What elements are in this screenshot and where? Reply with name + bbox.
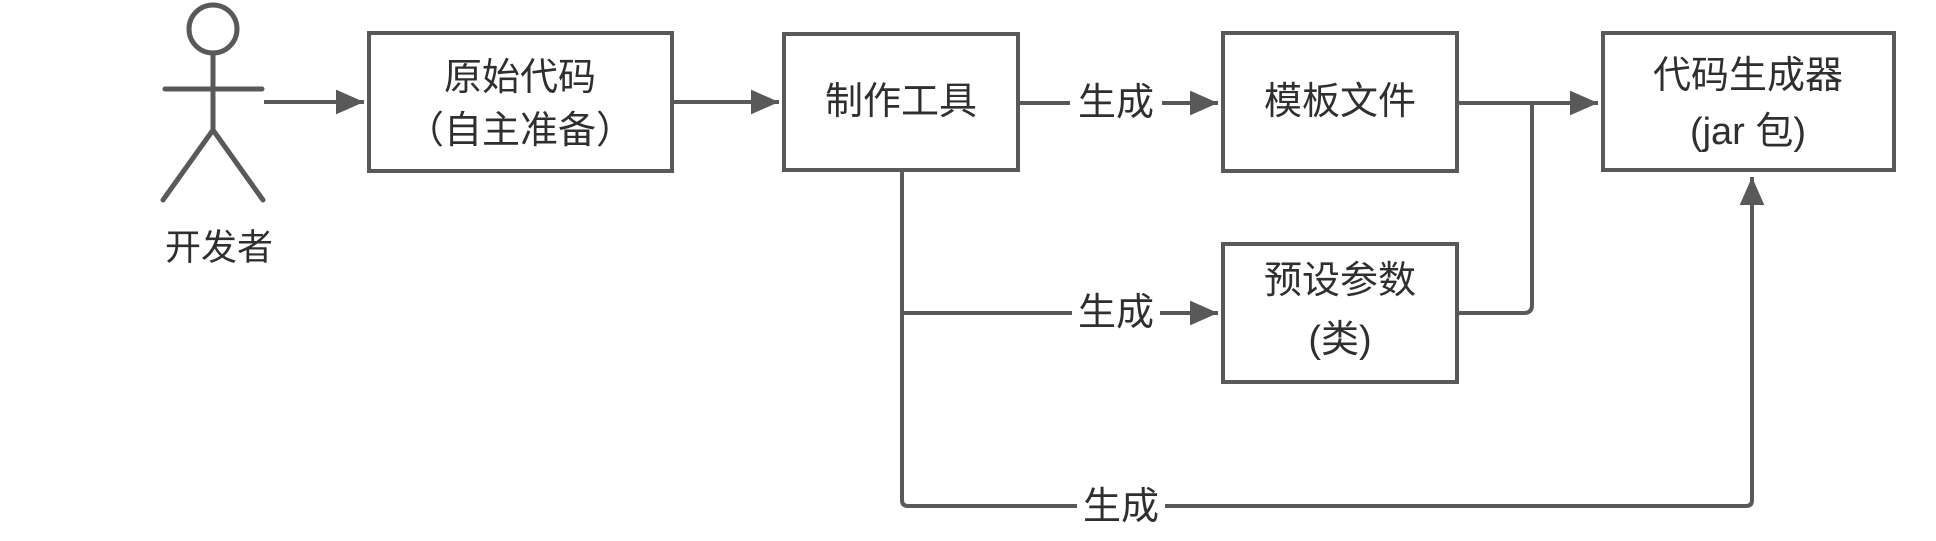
node-code-generator: 代码生成器 (jar 包)	[1601, 31, 1896, 172]
edge-label-generate-top: 生成	[1078, 82, 1154, 124]
node-preset-params-box	[1221, 242, 1459, 384]
edge-label-generate-middle: 生成	[1078, 292, 1154, 334]
node-source-code-box	[367, 31, 674, 173]
actor-left-leg	[160, 127, 216, 203]
node-code-generator-box	[1601, 31, 1896, 172]
actor-label: 开发者	[165, 227, 273, 268]
actor-right-leg	[210, 127, 266, 203]
node-preset-params-line1: 预设参数	[1264, 260, 1416, 302]
actor-developer: 开发者	[160, 2, 273, 268]
node-source-code-line2: （自主准备）	[406, 110, 634, 152]
actor-head	[186, 2, 240, 56]
edge-label-generate-bottom: 生成	[1083, 486, 1159, 528]
node-code-generator-line1: 代码生成器	[1653, 55, 1843, 97]
edge-params-to-generator	[1457, 103, 1534, 315]
edge-label-bg	[1072, 291, 1160, 335]
edge-tool-to-generator	[900, 170, 1765, 508]
node-preset-params-line2: (类)	[1308, 319, 1371, 361]
node-build-tool: 制作工具	[782, 32, 1020, 172]
node-preset-params: 预设参数 (类)	[1221, 242, 1459, 384]
node-template-file-box	[1221, 31, 1459, 173]
node-template-file: 模板文件	[1221, 31, 1459, 173]
node-source-code-line1: 原始代码	[444, 57, 596, 99]
node-template-file-line1: 模板文件	[1264, 81, 1416, 123]
node-build-tool-line1: 制作工具	[825, 81, 977, 123]
edge-label-bg	[1070, 81, 1162, 125]
node-source-code: 原始代码 （自主准备）	[367, 31, 674, 173]
node-code-generator-line2: (jar 包)	[1690, 111, 1806, 153]
node-build-tool-box	[782, 32, 1020, 172]
edge-label-bg	[1077, 485, 1165, 529]
